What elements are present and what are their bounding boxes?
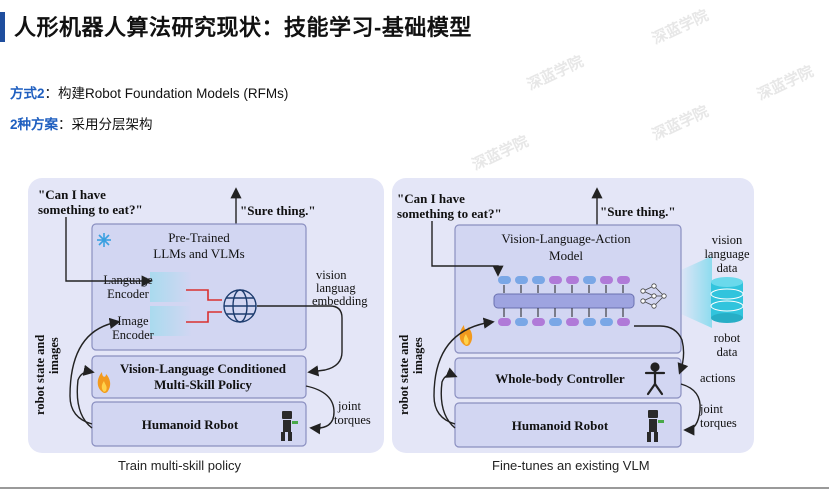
image-encoder-shape [150,306,192,336]
database-icon [710,277,744,323]
actions-label: actions [700,371,736,385]
policy-line2: Multi-Skill Policy [154,377,252,392]
vla-line2: Model [549,248,583,263]
neural-net-icon [640,283,667,309]
robot-data-line1: robot [714,331,741,345]
state-arrows-right [433,317,495,429]
embedding-line1: vision [316,268,347,282]
humanoid-icon [644,362,666,396]
actions-arrow [634,325,689,375]
right-prompt-line2: something to eat?" [397,206,502,221]
data-line1: vision [712,233,743,247]
prompt-arrow [65,217,153,287]
method-bullet: 方式2：构建Robot Foundation Models (RFMs) [10,82,288,102]
robot-label-left: Humanoid Robot [142,417,239,432]
language-encoder-shape [150,272,192,302]
embedding-line3: embedding [312,294,368,308]
snowflake-icon [97,233,111,247]
prompt-arrow-right [431,221,504,277]
input-tokens [498,276,630,284]
controller-box [454,357,682,399]
encoder-connectors [186,289,222,323]
right-prompt-line1: "Can I have [397,191,465,206]
torques-arrow-left [305,385,335,435]
embedding-arrow [257,305,343,377]
image-encoder-line1: Image [117,314,149,328]
output-tokens [498,318,630,326]
torques-line1-left: joint [337,399,361,413]
method-label: 方式2 [10,86,45,101]
globe-icon [223,289,257,323]
state-line2-right: images [411,337,425,374]
robot-icon [647,410,664,442]
data-line3: data [717,261,738,275]
token-arrows-bottom [503,308,624,317]
vla-line1: Vision-Language-Action [501,231,631,246]
robot-data-line2: data [717,345,738,359]
pretrained-box [91,223,307,351]
scheme-text: ：采用分层架构 [58,117,153,132]
state-line1-right: robot state and [397,335,411,415]
flame-icon [459,325,473,346]
robot-box-right [454,402,682,448]
left-prompt-line1: "Can I have [38,187,106,202]
right-caption: Fine-tunes an existing VLM [492,458,650,473]
pretrained-line2: LLMs and VLMs [153,246,244,261]
language-encoder-line1: Language [103,273,153,287]
scheme-label: 2种方案 [10,117,59,132]
language-encoder-line2: Encoder [107,287,149,301]
token-arrows-top [503,285,624,293]
pretrained-line1: Pre-Trained [168,230,230,245]
torques-line1-right: joint [699,402,723,416]
left-prompt-line2: something to eat?" [38,202,143,217]
left-caption: Train multi-skill policy [118,458,242,473]
bottom-rule [0,487,829,489]
policy-line1: Vision-Language Conditioned [120,361,287,376]
policy-box [91,355,307,399]
data-line2: language [704,247,750,261]
embedding-line2: languag [316,281,356,295]
state-line2-left: images [47,337,61,374]
robot-icon [281,411,298,441]
torques-arrow-right [680,383,701,436]
transformer-block [493,293,635,309]
scheme-bullet: 2种方案：采用分层架构 [10,113,153,133]
image-encoder-line2: Encoder [112,328,154,342]
method-text: ：构建Robot Foundation Models (RFMs) [44,86,289,101]
controller-label: Whole-body Controller [495,371,625,386]
robot-label-right: Humanoid Robot [512,418,609,433]
title-accent-bar [0,12,5,42]
data-beam [681,256,712,328]
left-reply: "Sure thing." [240,203,316,218]
right-reply: "Sure thing." [600,204,676,219]
torques-line2-right: torques [700,416,737,430]
torques-line2-left: torques [334,413,371,427]
state-line1-left: robot state and [33,335,47,415]
page-title: 人形机器人算法研究现状：技能学习-基础模型 [14,15,472,40]
flame-icon [97,372,111,393]
state-arrows-left [69,317,121,429]
